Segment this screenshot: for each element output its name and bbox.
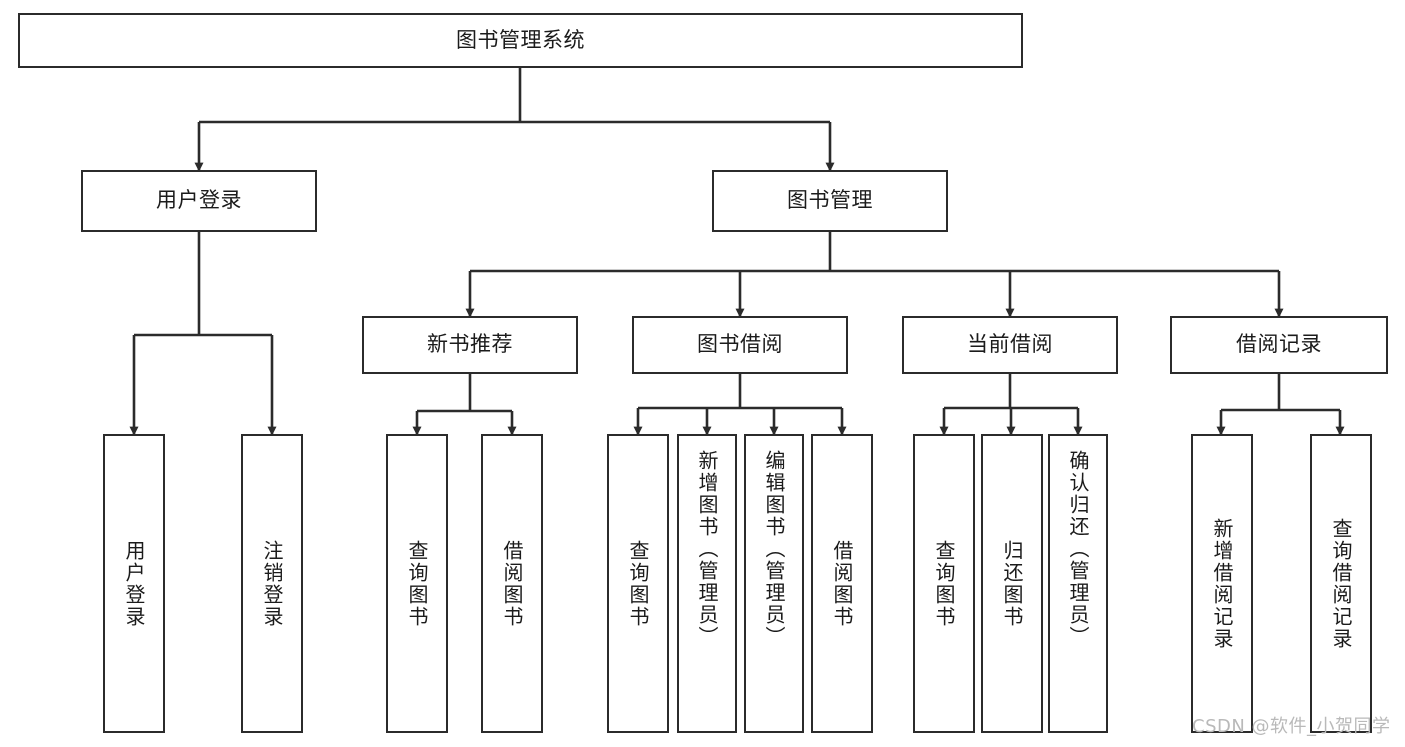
node-label: 注销登录: [260, 539, 284, 628]
node-user-login[interactable]: 用户登录: [81, 170, 317, 232]
leaf-new-book-borrow-book[interactable]: 借阅图书: [481, 434, 543, 733]
node-borrow-record[interactable]: 借阅记录: [1170, 316, 1388, 374]
node-label: 查询图书: [626, 539, 650, 628]
node-label: 当前借阅: [967, 332, 1053, 357]
node-label: 新增借阅记录: [1210, 517, 1234, 650]
node-label: 借阅图书: [830, 539, 854, 628]
leaf-current-borrow-confirm-return-admin[interactable]: 确认归还（管理员）: [1048, 434, 1108, 733]
node-label: 用户登录: [122, 539, 146, 628]
node-label: 借阅记录: [1236, 332, 1322, 357]
node-label: 确认归还（管理员）: [1066, 450, 1090, 648]
node-label: 新增图书（管理员）: [695, 450, 719, 648]
node-label: 查询图书: [932, 539, 956, 628]
node-label: 图书管理: [787, 188, 873, 213]
leaf-borrow-record-add-record[interactable]: 新增借阅记录: [1191, 434, 1253, 733]
leaf-user-login-logout[interactable]: 注销登录: [241, 434, 303, 733]
leaf-book-borrow-query-book[interactable]: 查询图书: [607, 434, 669, 733]
node-label: 查询借阅记录: [1329, 517, 1353, 650]
node-label: 图书借阅: [697, 332, 783, 357]
leaf-book-borrow-borrow-book[interactable]: 借阅图书: [811, 434, 873, 733]
leaf-current-borrow-return-book[interactable]: 归还图书: [981, 434, 1043, 733]
node-label: 用户登录: [156, 188, 242, 213]
leaf-book-borrow-add-book-admin[interactable]: 新增图书（管理员）: [677, 434, 737, 733]
leaf-user-login-login[interactable]: 用户登录: [103, 434, 165, 733]
node-book-management[interactable]: 图书管理: [712, 170, 948, 232]
node-label: 借阅图书: [500, 539, 524, 628]
node-new-book-recommend[interactable]: 新书推荐: [362, 316, 578, 374]
leaf-current-borrow-query-book[interactable]: 查询图书: [913, 434, 975, 733]
node-label: 编辑图书（管理员）: [762, 450, 786, 648]
leaf-book-borrow-edit-book-admin[interactable]: 编辑图书（管理员）: [744, 434, 804, 733]
node-current-borrow[interactable]: 当前借阅: [902, 316, 1118, 374]
node-label: 新书推荐: [427, 332, 513, 357]
node-label: 归还图书: [1000, 539, 1024, 628]
leaf-borrow-record-query-record[interactable]: 查询借阅记录: [1310, 434, 1372, 733]
leaf-new-book-query-book[interactable]: 查询图书: [386, 434, 448, 733]
node-root-book-management-system[interactable]: 图书管理系统: [18, 13, 1023, 68]
watermark-text: CSDN @软件_小贺同学: [1192, 716, 1391, 737]
node-label: 查询图书: [405, 539, 429, 628]
node-label: 图书管理系统: [456, 27, 585, 52]
node-book-borrow[interactable]: 图书借阅: [632, 316, 848, 374]
